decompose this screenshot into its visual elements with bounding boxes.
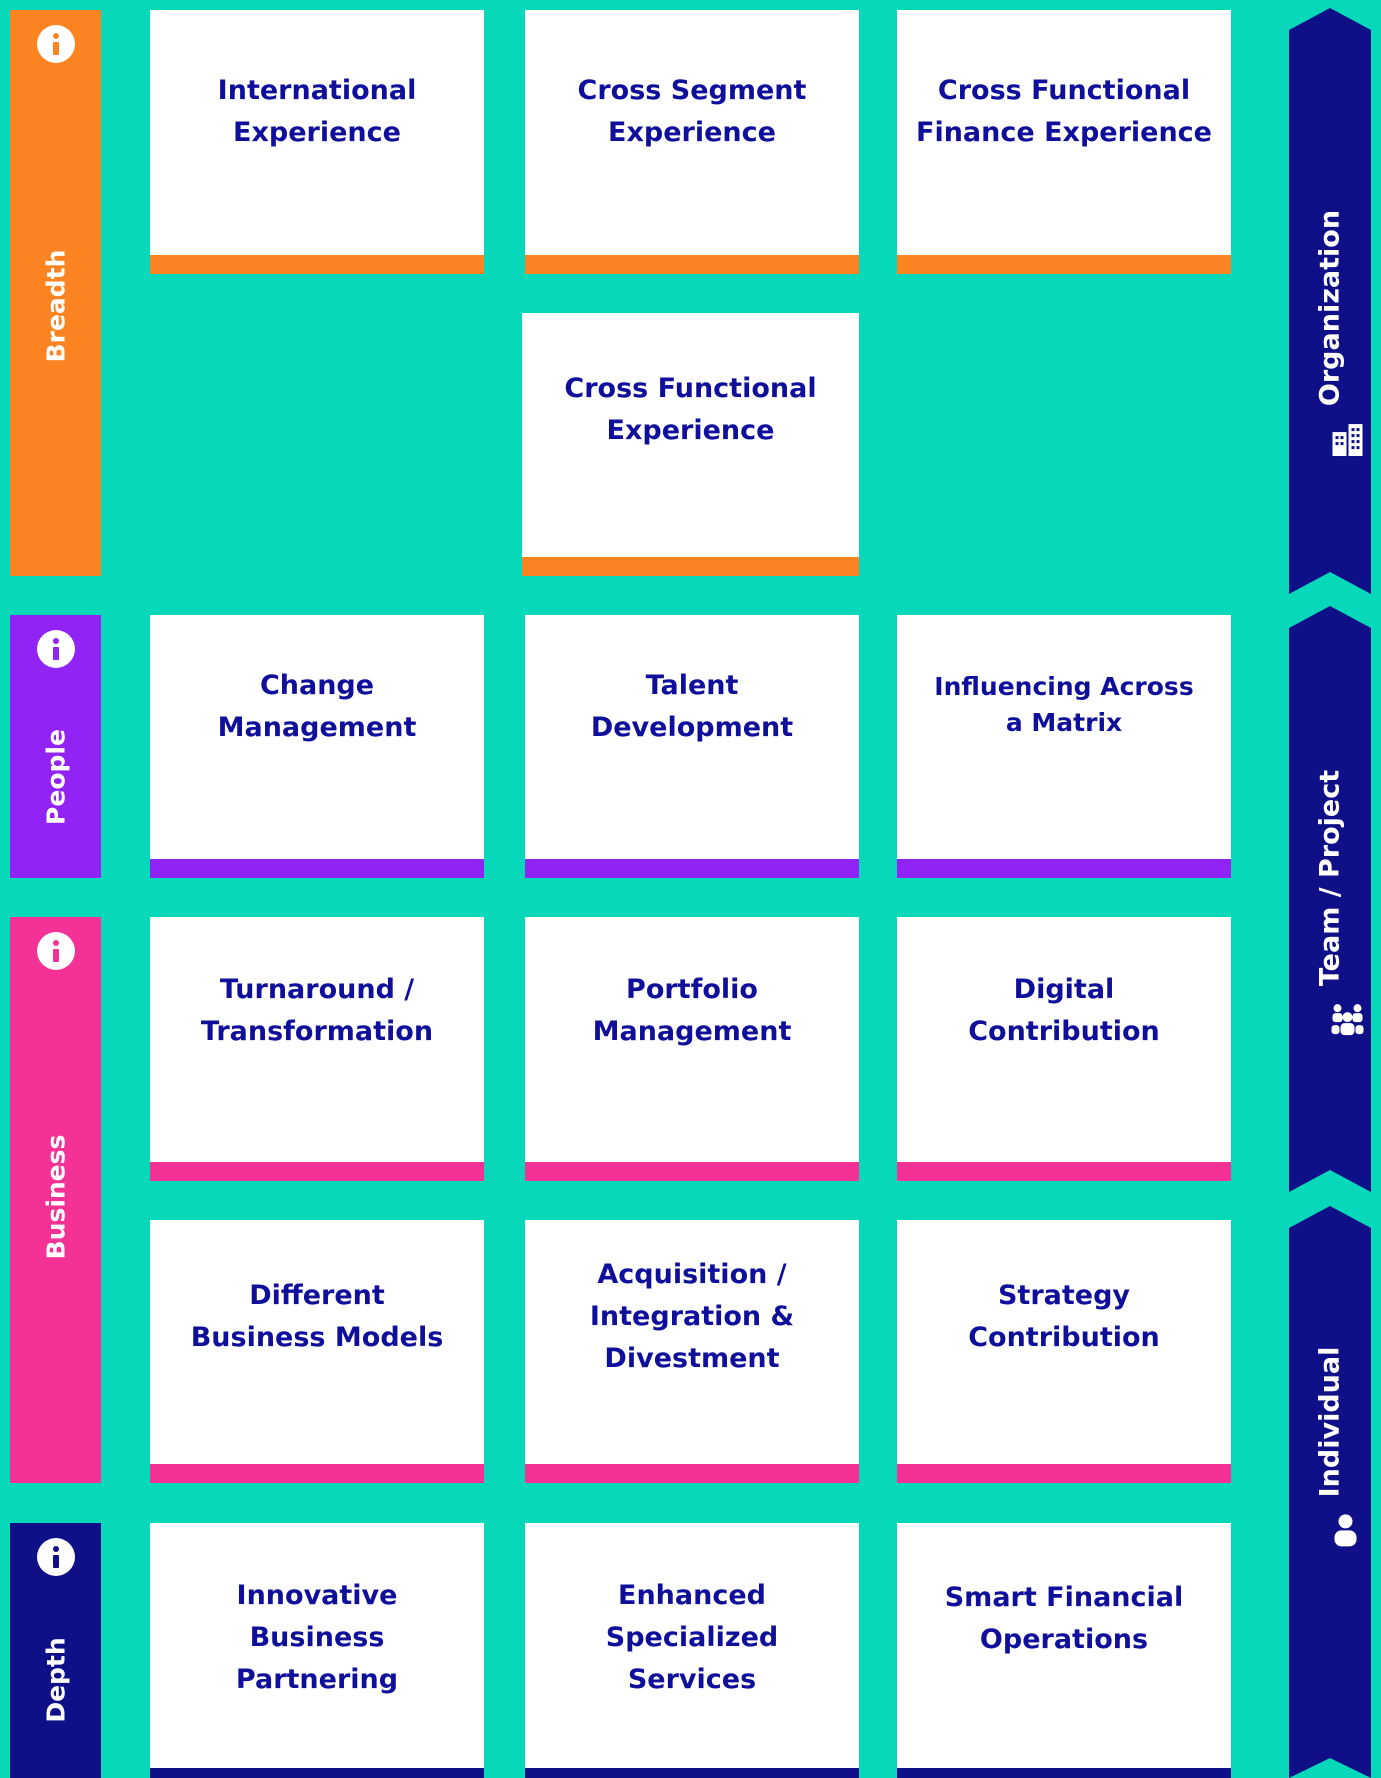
card-title: Cross Functional Experience bbox=[564, 373, 817, 446]
card-accent-bar bbox=[150, 1464, 484, 1483]
card-title: Talent Development bbox=[590, 670, 794, 743]
card-title: Influencing Across a Matrix bbox=[934, 672, 1194, 737]
card-accent-bar bbox=[150, 1768, 484, 1778]
category-label-depth: Depth bbox=[41, 1637, 70, 1723]
level-arrow-team bbox=[1289, 606, 1371, 1192]
card-digital-contribution[interactable]: Digital Contribution bbox=[897, 917, 1231, 1181]
category-bar-people: People bbox=[10, 615, 101, 878]
card-title: Turnaround / Transformation bbox=[200, 974, 434, 1047]
card-title: Portfolio Management bbox=[592, 974, 792, 1047]
card-accent-bar bbox=[525, 1162, 859, 1181]
category-label-people: People bbox=[41, 729, 70, 825]
info-icon[interactable] bbox=[36, 932, 75, 970]
level-arrow-individual bbox=[1289, 1206, 1371, 1778]
card-accent-bar bbox=[525, 255, 859, 274]
card-accent-bar bbox=[150, 255, 484, 274]
category-bar-business: Business bbox=[10, 917, 101, 1483]
card-title: International Experience bbox=[217, 75, 417, 148]
card-title: Cross Functional Finance Experience bbox=[916, 75, 1212, 148]
card-cross-functional-experience[interactable]: Cross Functional Experience bbox=[522, 313, 859, 576]
card-portfolio-management[interactable]: Portfolio Management bbox=[525, 917, 859, 1181]
card-title: Smart Financial Operations bbox=[944, 1582, 1184, 1655]
card-title: Enhanced Specialized Services bbox=[605, 1580, 779, 1695]
level-arrow-shapes bbox=[1289, 8, 1371, 1778]
card-turnaround-transformation[interactable]: Turnaround / Transformation bbox=[150, 917, 484, 1181]
card-talent-development[interactable]: Talent Development bbox=[525, 615, 859, 878]
card-accent-bar bbox=[150, 859, 484, 878]
card-title: Innovative Business Partnering bbox=[235, 1580, 399, 1695]
card-title: Acquisition / Integration & Divestment bbox=[589, 1259, 795, 1374]
card-change-management[interactable]: Change Management bbox=[150, 615, 484, 878]
card-title: Digital Contribution bbox=[968, 974, 1160, 1047]
card-accent-bar bbox=[897, 1768, 1231, 1778]
card-accent-bar bbox=[897, 255, 1231, 274]
card-cross-segment-experience[interactable]: Cross Segment Experience bbox=[525, 10, 859, 274]
level-arrow-column: Organization Team / Project bbox=[1289, 8, 1371, 1778]
card-accent-bar bbox=[150, 1162, 484, 1181]
card-title: Cross Segment Experience bbox=[577, 75, 807, 148]
info-icon[interactable] bbox=[36, 630, 75, 668]
category-bar-depth: Depth bbox=[10, 1523, 101, 1778]
level-label-organization: Organization bbox=[1314, 209, 1346, 407]
info-icon[interactable] bbox=[36, 25, 75, 63]
card-accent-bar bbox=[522, 557, 859, 576]
level-label-team-project: Team / Project bbox=[1314, 769, 1346, 987]
card-accent-bar bbox=[525, 859, 859, 878]
card-acquisition-integration-divestment[interactable]: Acquisition / Integration & Divestment bbox=[525, 1220, 859, 1483]
card-smart-financial-operations[interactable]: Smart Financial Operations bbox=[897, 1523, 1231, 1778]
card-accent-bar bbox=[897, 1162, 1231, 1181]
card-enhanced-specialized-services[interactable]: Enhanced Specialized Services bbox=[525, 1523, 859, 1778]
card-title: Change Management bbox=[217, 670, 417, 743]
card-accent-bar bbox=[897, 1464, 1231, 1483]
card-influencing-across-a-matrix[interactable]: Influencing Across a Matrix bbox=[897, 615, 1231, 878]
card-title: Strategy Contribution bbox=[968, 1280, 1160, 1353]
card-different-business-models[interactable]: Different Business Models bbox=[150, 1220, 484, 1483]
card-accent-bar bbox=[525, 1768, 859, 1778]
info-icon[interactable] bbox=[36, 1538, 75, 1576]
level-label-individual: Individual bbox=[1314, 1346, 1346, 1498]
card-accent-bar bbox=[897, 859, 1231, 878]
level-arrow-next-tip bbox=[1289, 1758, 1371, 1778]
card-title: Different Business Models bbox=[190, 1280, 444, 1353]
card-international-experience[interactable]: International Experience bbox=[150, 10, 484, 274]
card-accent-bar bbox=[525, 1464, 859, 1483]
card-strategy-contribution[interactable]: Strategy Contribution bbox=[897, 1220, 1231, 1483]
category-label-business: Business bbox=[41, 1134, 70, 1260]
category-bar-breadth: Breadth bbox=[10, 10, 101, 576]
card-innovative-business-partnering[interactable]: Innovative Business Partnering bbox=[150, 1523, 484, 1778]
card-cross-functional-finance-experience[interactable]: Cross Functional Finance Experience bbox=[897, 10, 1231, 274]
category-label-breadth: Breadth bbox=[41, 249, 70, 363]
